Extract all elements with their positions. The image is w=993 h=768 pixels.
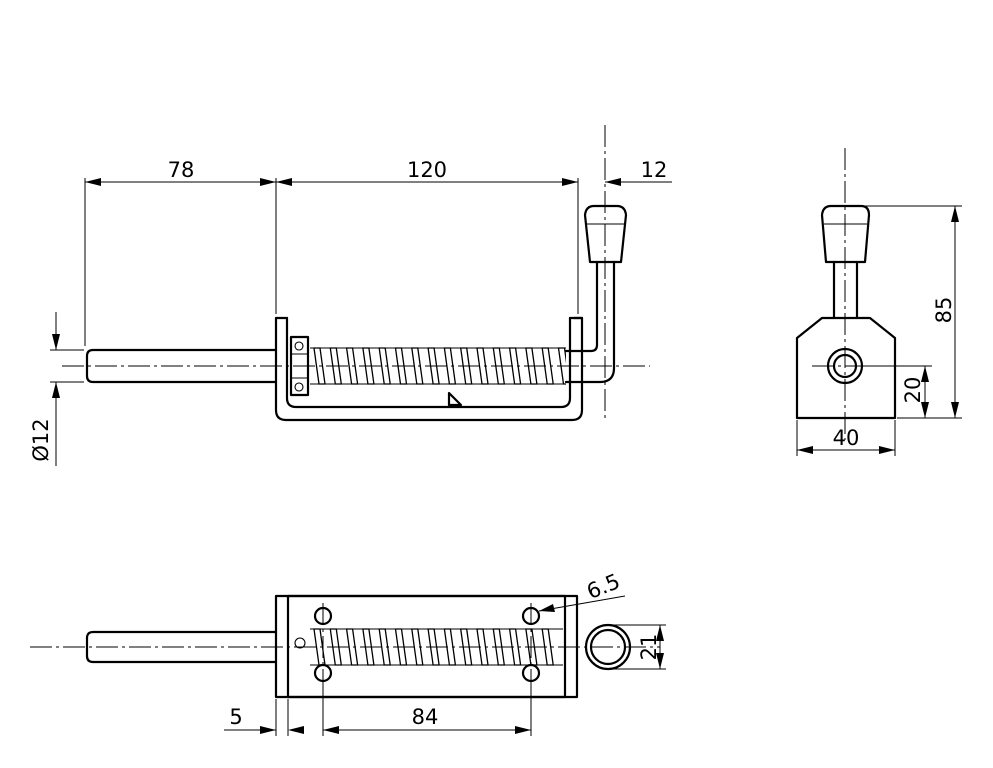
dim-rod-diameter: Ø12 [29, 418, 53, 461]
compression-spring [310, 347, 566, 385]
top-view [30, 594, 660, 699]
direction-marker [447, 391, 463, 407]
spring-coil [411, 628, 424, 666]
spring-coil [557, 347, 566, 385]
top-plunger-rod [85, 630, 278, 664]
spring-coil [476, 347, 489, 385]
spring-coil [313, 628, 326, 666]
spring-coil [329, 347, 343, 385]
spring-coil [459, 628, 473, 666]
spring-coil [394, 628, 408, 666]
spring-coil [459, 347, 473, 385]
dim-handle-offset: 12 [641, 158, 668, 182]
handle-grip [583, 204, 628, 264]
spring-coil [394, 347, 408, 385]
top-pin [294, 637, 306, 649]
side-handle-shaft [832, 260, 859, 320]
bracket-inner [285, 316, 572, 409]
spring-coil [329, 628, 343, 666]
dim-hole-diameter: 6.5 [583, 569, 623, 604]
top-handle-outer [584, 623, 632, 671]
dim-end-offset: 5 [229, 705, 242, 729]
dim-side-axis-height: 20 [901, 377, 925, 404]
spring-coil [492, 628, 506, 666]
front-view [62, 125, 650, 422]
top-handle-inner [589, 628, 627, 666]
dim-side-height: 85 [932, 297, 956, 324]
spring-coil [345, 347, 359, 385]
spring-coil [313, 347, 326, 385]
side-handle-grip [820, 204, 871, 264]
spring-coil [525, 347, 538, 385]
top-base-plate-inner [286, 594, 567, 699]
spring-coil [492, 347, 506, 385]
handle-crank [564, 260, 616, 384]
spring-coil [378, 628, 391, 666]
spring-coil [443, 628, 457, 666]
spring-coil [362, 347, 375, 385]
top-dimensions: 6.5 21 5 84 [224, 569, 666, 736]
dim-hole-spacing-length: 84 [412, 705, 439, 729]
spring-coil [427, 347, 440, 385]
bracket-outer [274, 316, 584, 422]
dim-side-width: 40 [833, 426, 860, 450]
spring-coil [476, 628, 489, 666]
spring-coil [411, 347, 424, 385]
dim-rod-extension: 78 [168, 158, 195, 182]
spring-coil [443, 347, 457, 385]
side-dimensions: 85 20 40 [796, 205, 962, 456]
spring-coil [508, 347, 522, 385]
front-dimensions: 78 120 12 Ø12 [29, 158, 672, 466]
spring-coil [541, 347, 554, 385]
side-rod-inner [832, 353, 858, 379]
spring-coil [345, 628, 359, 666]
stop-collar [289, 335, 310, 397]
spring-coil [378, 347, 391, 385]
spring-coil [508, 628, 522, 666]
top-spring [310, 628, 563, 666]
dim-bracket-length: 120 [407, 158, 447, 182]
side-bracket-profile [795, 316, 897, 420]
spring-coil [362, 628, 375, 666]
side-view [795, 148, 897, 440]
spring-coil [525, 628, 538, 666]
spring-coil [541, 628, 554, 666]
dim-hole-spacing-width: 21 [637, 634, 661, 661]
spring-coil [427, 628, 440, 666]
plunger-rod [85, 348, 278, 384]
